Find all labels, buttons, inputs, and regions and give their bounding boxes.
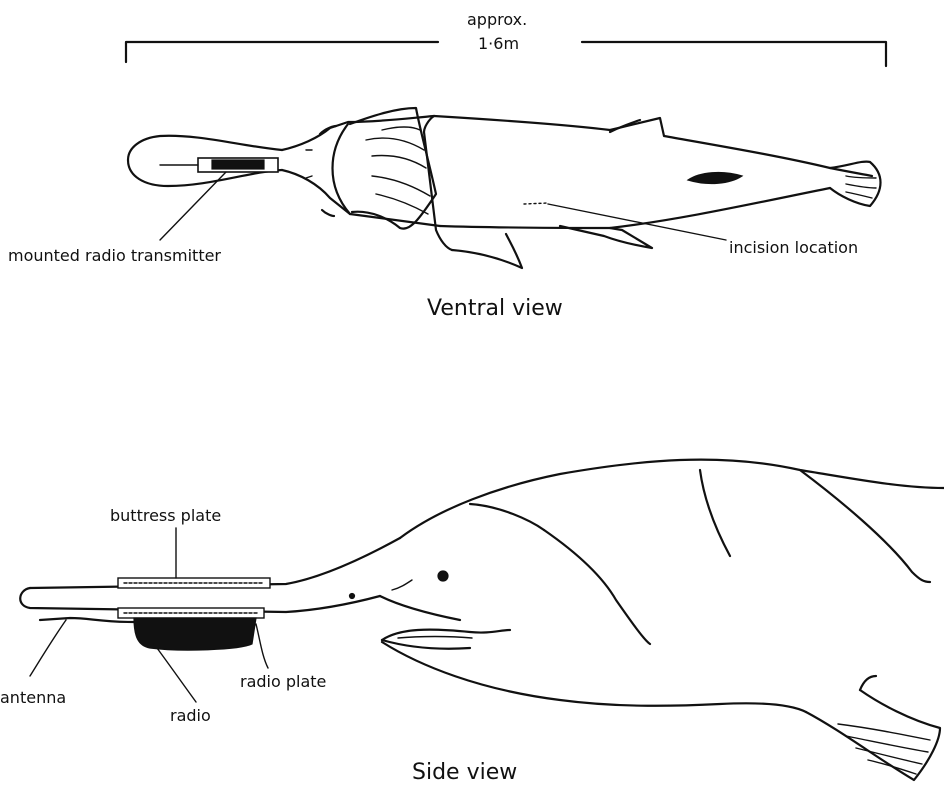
radio-unit-drawing bbox=[134, 618, 256, 650]
transmitter-label: mounted radio transmitter bbox=[8, 248, 221, 264]
mounted-transmitter-drawing bbox=[160, 158, 278, 172]
side-view-caption: Side view bbox=[412, 762, 517, 784]
radio-plate-leader-line bbox=[256, 624, 268, 668]
incision-leader-line bbox=[548, 204, 726, 240]
antenna-label: antenna bbox=[0, 690, 66, 706]
buttress-plate-label: buttress plate bbox=[110, 508, 221, 524]
transmitter-leader-line bbox=[160, 172, 226, 240]
radio-leader-line bbox=[154, 644, 196, 702]
radio-label: radio bbox=[170, 708, 211, 724]
buttress-plate-drawing bbox=[118, 578, 270, 588]
radio-plate-drawing bbox=[118, 608, 264, 618]
incision-label: incision location bbox=[729, 240, 858, 256]
antenna-leader-line bbox=[30, 620, 66, 676]
radio-plate-label: radio plate bbox=[240, 674, 326, 690]
scale-label-approx: approx. bbox=[467, 12, 527, 28]
scale-label-length: 1·6m bbox=[478, 36, 519, 52]
ventral-view-caption: Ventral view bbox=[427, 298, 563, 320]
